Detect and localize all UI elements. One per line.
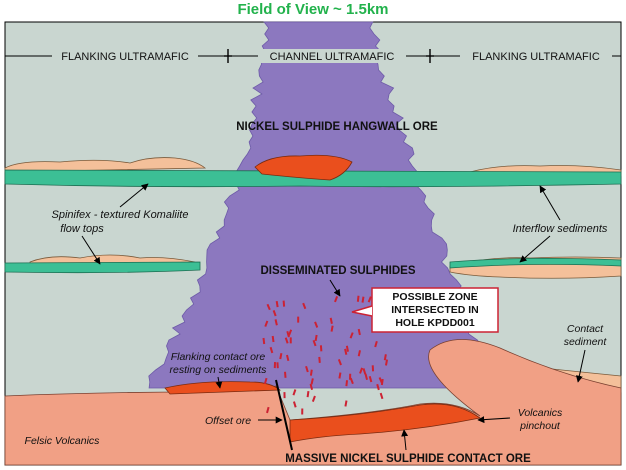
callout-line1: POSSIBLE ZONE [392,291,477,303]
callout-line2: INTERSECTED IN [391,304,479,316]
sulphide-speck [312,378,313,384]
label-flanking-contact-line1: Flanking contact ore [171,351,266,363]
label-spinifex-line1: Spinifex - textured Komaliite [52,209,189,221]
label-hangwall-ore: NICKEL SULPHIDE HANGWALL ORE [236,121,438,133]
label-interflow: Interflow sediments [513,223,608,235]
label-disseminated: DISSEMINATED SULPHIDES [260,265,415,277]
sulphide-speck [331,318,332,324]
zone-label-channel: CHANNEL ULTRAMAFIC [270,51,395,63]
label-felsic: Felsic Volcanics [25,435,101,447]
sulphide-speck [284,301,285,307]
sulphide-speck [386,360,387,366]
komatiite-flow-top-mid-left [5,262,200,273]
sulphide-speck [277,301,278,307]
sulphide-speck [347,346,348,352]
sulphide-speck [263,338,264,344]
sulphide-speck [276,319,277,325]
label-volcanics-pinchout-line1: Volcanics [518,407,563,419]
label-offset-ore: Offset ore [205,415,251,427]
diagram-title: Field of View ~ 1.5km [237,1,388,18]
sulphide-speck [363,297,364,303]
sulphide-speck [385,354,386,360]
sulphide-speck [359,329,360,335]
label-flanking-contact-line2: resting on sediments [170,364,268,376]
sulphide-speck [311,370,312,376]
callout-line3: HOLE KPDD001 [395,317,475,329]
sulphide-speck [287,355,288,361]
sulphide-speck [358,296,359,302]
sulphide-speck [273,336,274,342]
label-volcanics-pinchout-line2: pinchout [519,420,561,432]
sulphide-speck [285,372,286,378]
sulphide-speck [345,349,346,355]
sulphide-speck [346,380,347,386]
sulphide-speck [345,401,346,407]
sulphide-speck [280,353,281,359]
zone-label-flanking-right: FLANKING ULTRAMAFIC [472,51,600,63]
label-spinifex-line2: flow tops [60,223,104,235]
label-contact-sediment-line2: sediment [564,336,608,348]
sulphide-speck [308,391,309,397]
label-contact-sediment-line1: Contact [567,323,604,335]
sulphide-speck [339,373,340,379]
sulphide-speck [332,326,333,332]
sulphide-speck [316,335,317,341]
zone-label-flanking-left: FLANKING ULTRAMAFIC [61,51,189,63]
label-massive-ore: MASSIVE NICKEL SULPHIDE CONTACT ORE [285,453,531,465]
sulphide-speck [359,350,360,356]
